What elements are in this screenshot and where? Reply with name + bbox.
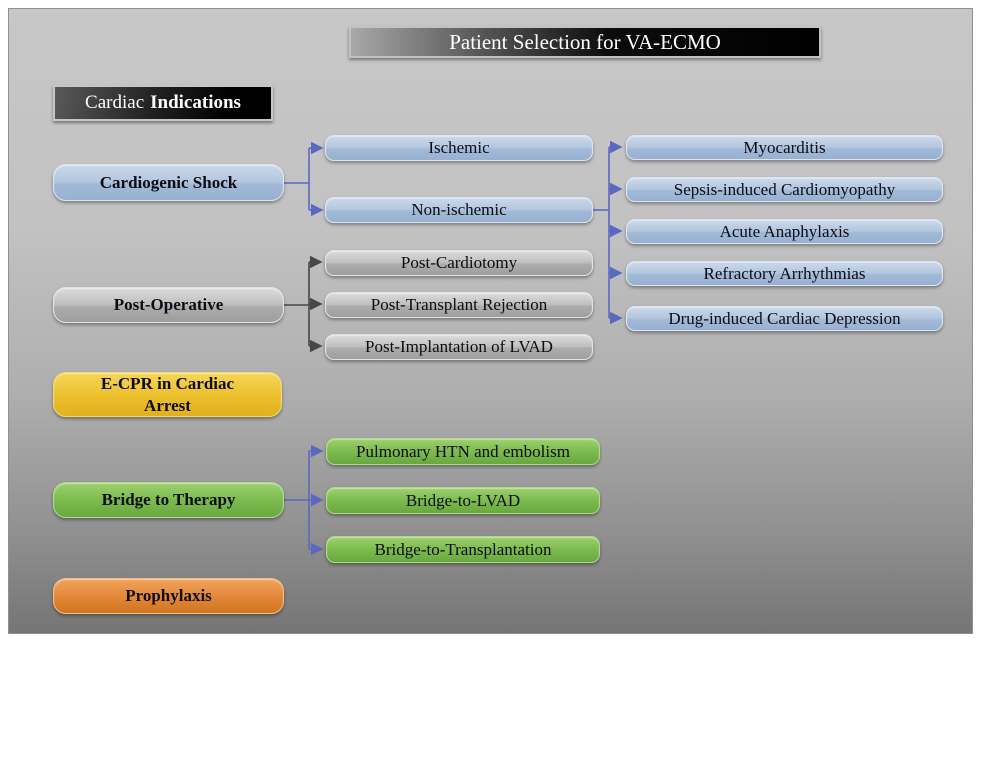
node-ischemic: Ischemic: [325, 135, 593, 161]
node-bridge-to-lvad: Bridge-to-LVAD: [326, 487, 600, 514]
section-header-regular: Cardiac: [85, 92, 145, 113]
node-sepsis-induced-cardiomyopathy: Sepsis-induced Cardiomyopathy: [626, 177, 943, 202]
node-non-ischemic: Non-ischemic: [325, 197, 593, 223]
node-ecpr-in-cardiac-arrest: E-CPR in Cardiac Arrest: [53, 372, 282, 417]
node-acute-anaphylaxis: Acute Anaphylaxis: [626, 219, 943, 244]
node-post-implantation-of-lvad: Post-Implantation of LVAD: [325, 334, 593, 360]
section-header-cardiac-indications: Cardiac Indications: [53, 85, 273, 121]
section-header-bold: Indications: [150, 92, 241, 113]
node-post-transplant-rejection: Post-Transplant Rejection: [325, 292, 593, 318]
node-refractory-arrhythmias: Refractory Arrhythmias: [626, 261, 943, 286]
node-post-operative: Post-Operative: [53, 287, 284, 323]
node-prophylaxis: Prophylaxis: [53, 578, 284, 614]
node-drug-induced-cardiac-depression: Drug-induced Cardiac Depression: [626, 306, 943, 331]
connector-bridge-to-therapy: [284, 444, 324, 556]
node-bridge-to-therapy: Bridge to Therapy: [53, 482, 284, 518]
slide-background: Patient Selection for VA-ECMO Cardiac In…: [8, 8, 973, 634]
diagram-title-bar: Patient Selection for VA-ECMO: [349, 26, 821, 58]
node-bridge-to-transplantation: Bridge-to-Transplantation: [326, 536, 600, 563]
node-post-cardiotomy: Post-Cardiotomy: [325, 250, 593, 276]
node-pulmonary-htn-and-embolism: Pulmonary HTN and embolism: [326, 438, 600, 465]
connector-non-ischemic: [593, 140, 623, 325]
node-cardiogenic-shock: Cardiogenic Shock: [53, 164, 284, 201]
diagram-title: Patient Selection for VA-ECMO: [449, 29, 721, 54]
connector-cardiogenic-shock: [284, 141, 324, 217]
connector-post-operative: [284, 255, 323, 353]
node-myocarditis: Myocarditis: [626, 135, 943, 160]
